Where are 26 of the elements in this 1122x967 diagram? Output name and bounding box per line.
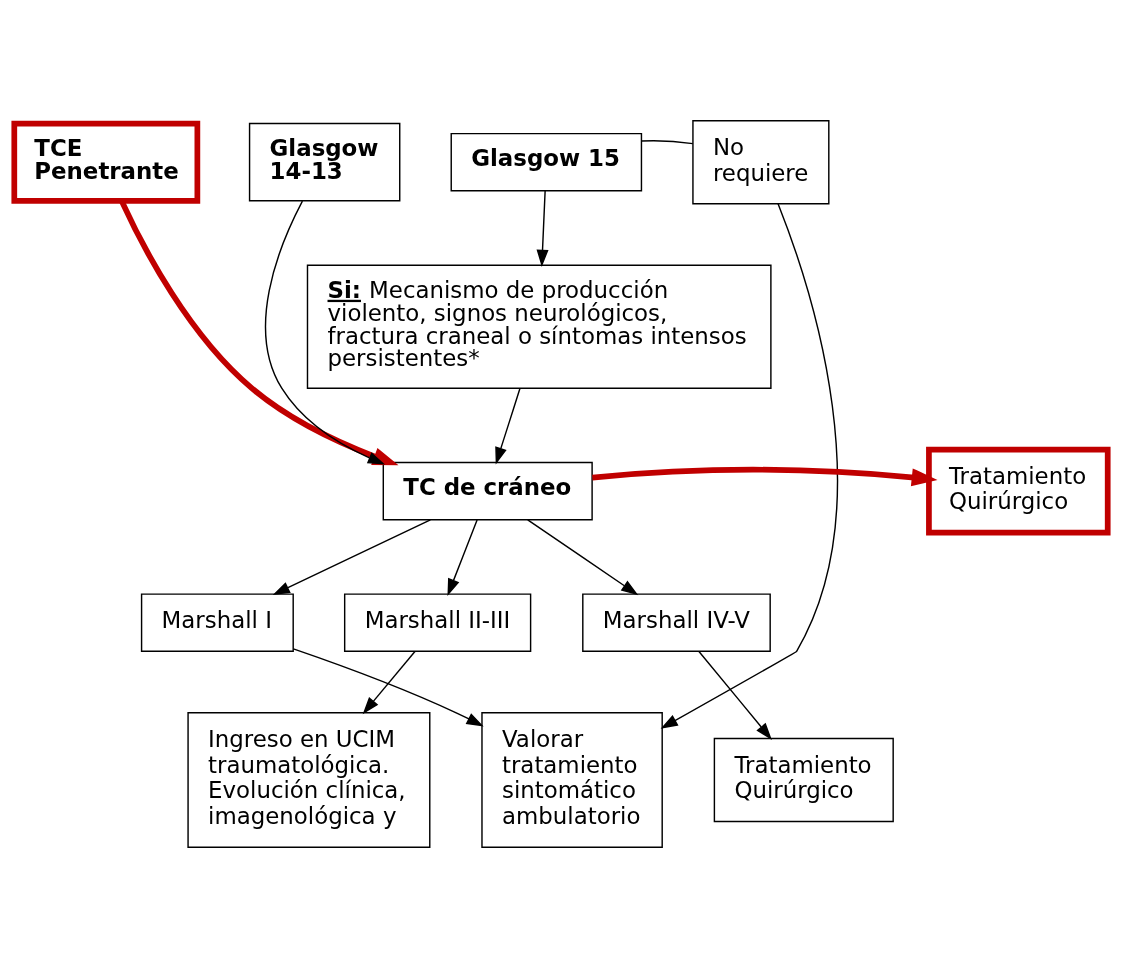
arrow (362, 650, 416, 714)
arrow (660, 202, 839, 729)
connector (640, 139, 694, 144)
node-box: No requiere (692, 119, 830, 204)
arrow (536, 189, 549, 267)
node-box: Marshall I (140, 592, 294, 652)
node-box: Marshall IV-V (582, 592, 771, 652)
arrow (292, 647, 484, 726)
arrow (495, 387, 521, 464)
arrow (119, 199, 399, 465)
arrow (698, 650, 772, 740)
arrow (592, 466, 938, 486)
node-box: Si: Mecanismo de producción violento, signos neurológicos, fractura craneal o síntomas intensos persistentes* (306, 263, 772, 389)
node-box: Marshall II-III (343, 592, 532, 652)
node-box: TCE Penetrante (11, 120, 201, 204)
node-box: Tratamiento Quirúrgico (713, 737, 894, 822)
node-box: Ingreso en UCIM traumatológica. Evolución clínica, imagenológica y (187, 711, 431, 848)
node-box: Tratamiento Quirúrgico (926, 446, 1111, 535)
node-box: Valorar tratamiento sintomático ambulatorio (481, 711, 663, 848)
arrow (447, 518, 478, 596)
arrow (527, 518, 639, 595)
node-box: Glasgow 15 (450, 132, 643, 191)
node-box: Glasgow 14-13 (248, 122, 401, 202)
arrow (272, 518, 432, 595)
arrow (264, 199, 386, 464)
node-box: TC de cráneo (382, 461, 593, 520)
